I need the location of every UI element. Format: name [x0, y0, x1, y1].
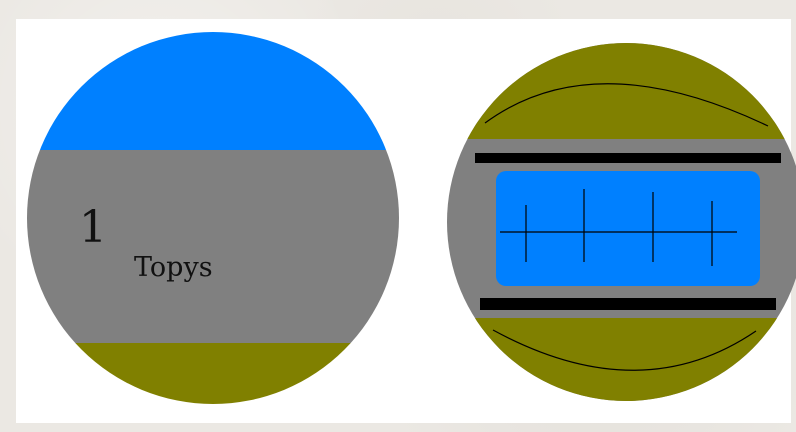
- right-token: [430, 0, 796, 432]
- right-token-bottom-band: [430, 318, 796, 432]
- left-token-middle-band: [0, 150, 420, 343]
- right-token-top-bar: [475, 153, 781, 163]
- left-token-fill: [0, 0, 420, 432]
- right-token-center-window: [496, 171, 760, 286]
- right-token-bottom-bar: [480, 298, 776, 310]
- right-token-fill: [430, 0, 796, 432]
- left-token-bottom-band: [0, 343, 420, 432]
- left-token-name: Topys: [134, 252, 213, 283]
- left-token: 1 Topys: [0, 0, 420, 432]
- left-token-number: 1: [79, 202, 107, 253]
- left-token-top-band: [0, 0, 420, 150]
- right-token-top-band: [430, 0, 796, 139]
